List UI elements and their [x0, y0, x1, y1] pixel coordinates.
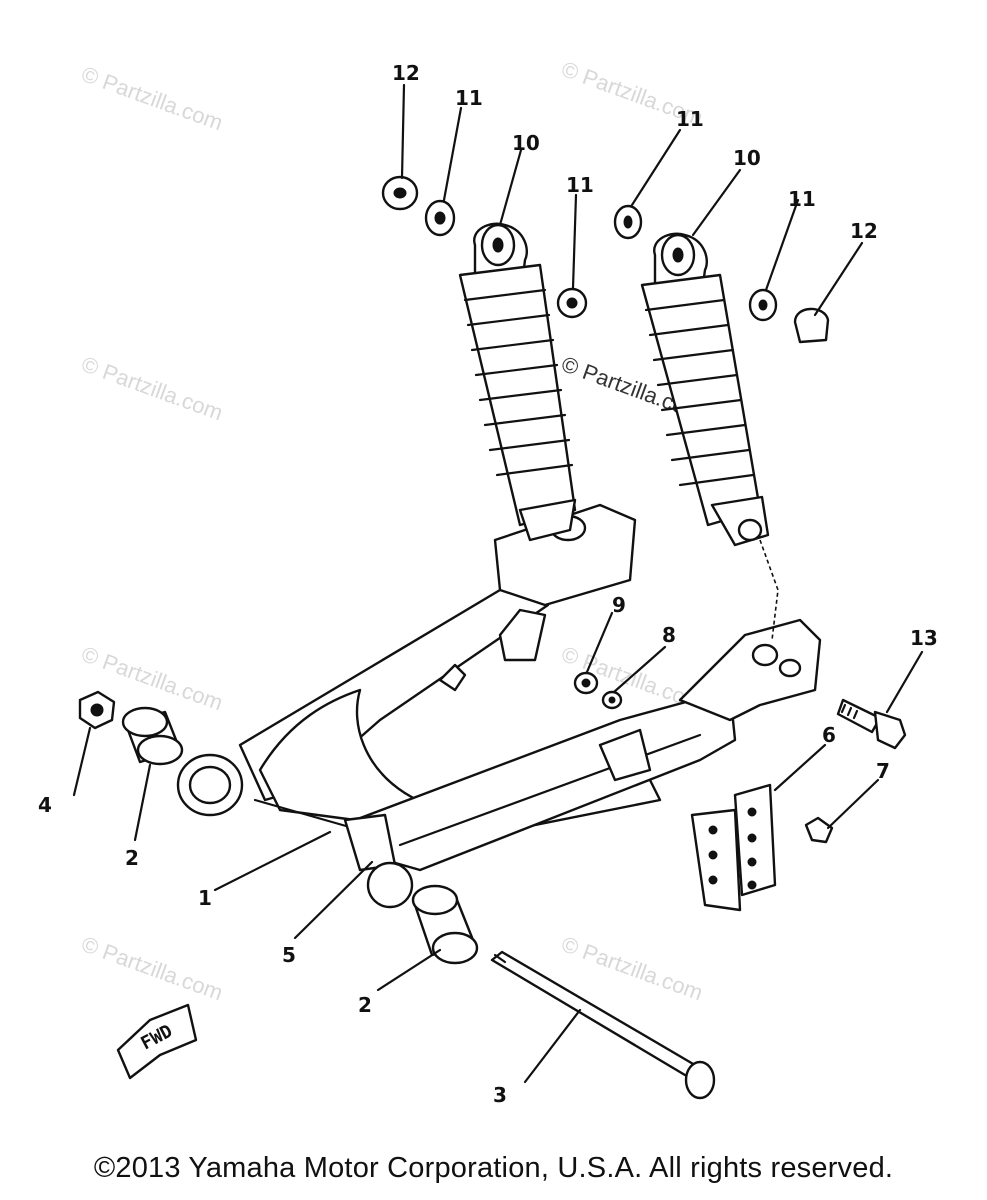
watermark: © Partzilla.com — [78, 931, 226, 1005]
bushing-2-left — [121, 706, 184, 766]
bushing-2-bottom — [411, 884, 479, 965]
callout-2: 2 — [358, 993, 372, 1017]
copyright-notice: ©2013 Yamaha Motor Corporation, U.S.A. A… — [93, 1152, 894, 1184]
callout-6: 6 — [822, 723, 836, 747]
callout-11: 11 — [455, 86, 483, 110]
callout-labels: 12 11 10 11 11 10 11 12 9 8 13 6 7 4 2 1… — [38, 61, 938, 1107]
callout-12: 12 — [392, 61, 420, 85]
bracket-6 — [690, 783, 777, 912]
callout-1: 1 — [198, 886, 212, 910]
watermark: © Partzilla.com — [78, 351, 226, 425]
callout-4: 4 — [38, 793, 52, 817]
callout-9: 9 — [612, 593, 626, 617]
shock-absorber-right — [640, 232, 779, 641]
screw-7 — [804, 816, 834, 844]
watermark: © Partzilla.com — [78, 61, 226, 135]
fwd-arrow: FWD — [116, 1003, 198, 1080]
watermark: © Partzilla.com — [558, 931, 706, 1005]
bolt-13 — [836, 698, 907, 750]
swing-arm — [176, 503, 822, 909]
callout-11: 11 — [676, 107, 704, 131]
shock-absorber-left — [458, 222, 577, 542]
exploded-parts-diagram: © Partzilla.com © Partzilla.com © Partzi… — [38, 56, 938, 1107]
callout-11: 11 — [788, 187, 816, 211]
callout-11: 11 — [566, 173, 594, 197]
callout-10: 10 — [733, 146, 761, 170]
callout-3: 3 — [493, 1083, 507, 1107]
callout-2: 2 — [125, 846, 139, 870]
callout-10: 10 — [512, 131, 540, 155]
callout-8: 8 — [662, 623, 676, 647]
pivot-shaft-3 — [490, 950, 716, 1100]
callout-5: 5 — [282, 943, 296, 967]
callout-12: 12 — [850, 219, 878, 243]
callout-13: 13 — [910, 626, 938, 650]
hardware-top — [381, 175, 830, 344]
leader-lines — [72, 83, 924, 1084]
callout-7: 7 — [876, 759, 890, 783]
cap-nut-12-right — [793, 307, 830, 344]
